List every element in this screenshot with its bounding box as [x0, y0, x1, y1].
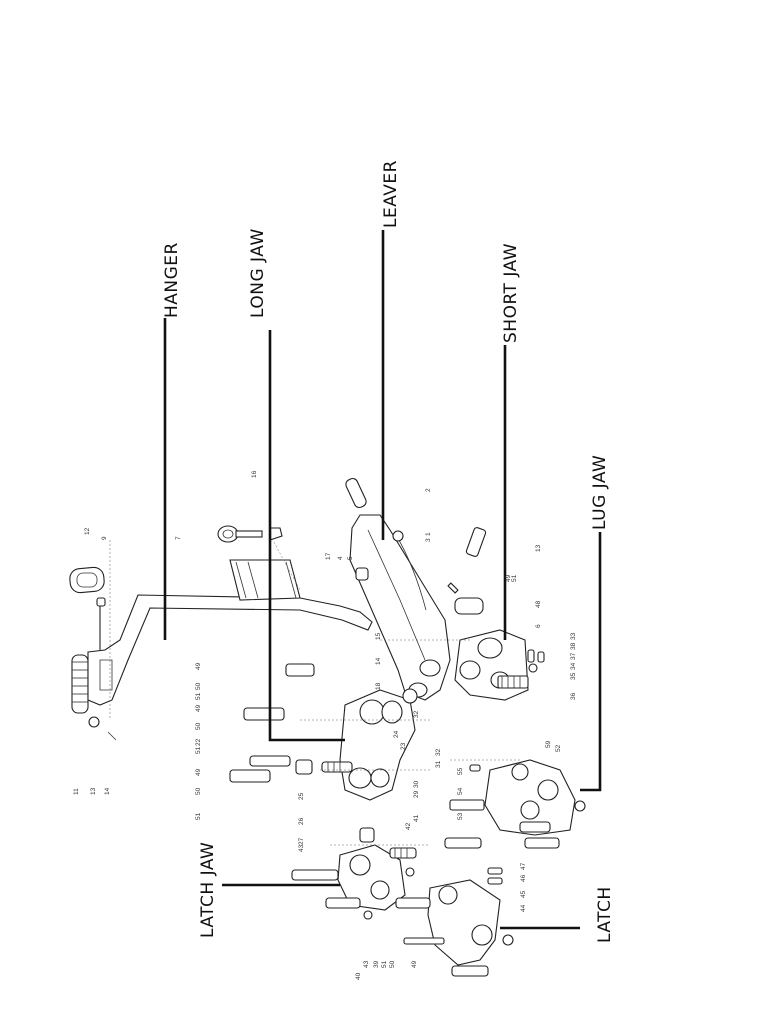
part-number: 13: [535, 544, 542, 552]
part-number: 23: [400, 742, 407, 750]
part-number: 26: [298, 817, 305, 825]
part-number: 35: [570, 672, 577, 680]
part-number: 46: [520, 874, 527, 882]
part-number: 40: [355, 972, 362, 980]
part-number: 12: [84, 527, 91, 535]
part-number: 29: [413, 790, 420, 798]
assembly-leader-lines: [109, 534, 520, 846]
part-number: 50: [195, 682, 202, 690]
part-number: 50: [389, 960, 396, 968]
part-number: 37: [570, 652, 577, 660]
lug-jaw-label: LUG JAW: [590, 455, 610, 530]
hanger-label: HANGER: [162, 242, 182, 318]
part-number: 49: [505, 574, 512, 582]
assembly-labels: HANGER LONG JAW LEAVER SHORT JAW LUG JAW…: [162, 160, 615, 943]
part-number: 53: [457, 812, 464, 820]
part-number: 22: [195, 738, 202, 746]
part-number: 54: [457, 787, 464, 795]
lug-jaw-assembly: [449, 759, 586, 836]
part-number: 49: [195, 662, 202, 670]
latch-jaw-label: LATCH JAW: [198, 842, 218, 938]
part-number: 32: [435, 748, 442, 756]
part-number: 3: [425, 538, 432, 542]
leaver-assembly: [345, 477, 487, 701]
part-number: 50: [195, 722, 202, 730]
short-jaw-assembly: [454, 629, 545, 701]
part-number: 48: [535, 600, 542, 608]
hanger-assembly: [69, 559, 373, 741]
part-number: 6: [535, 624, 542, 628]
lug-jaw-callout-line: [580, 532, 602, 792]
leaver-label: LEAVER: [381, 160, 401, 228]
callout-lines: [163, 230, 602, 930]
part-number: 50: [195, 787, 202, 795]
part-number: 51: [511, 574, 518, 582]
part-number: 17: [325, 552, 332, 560]
long-jaw-callout-line: [268, 330, 345, 742]
part-number: 49: [195, 704, 202, 712]
part-number: 24: [393, 730, 400, 738]
part-number: 44: [520, 904, 527, 912]
latch-label: LATCH: [595, 886, 615, 943]
part-number: 13: [90, 787, 97, 795]
part-number: 39: [373, 960, 380, 968]
short-jaw-label: SHORT JAW: [501, 243, 521, 343]
part-number: 47: [520, 862, 527, 870]
part-number: 2: [425, 488, 432, 492]
long-jaw-assembly: [229, 663, 418, 801]
part-number: 45: [520, 890, 527, 898]
part-number: 5: [347, 556, 354, 560]
part-number: 34: [570, 662, 577, 670]
part-number: 43: [298, 844, 305, 852]
part-number: 51: [381, 960, 388, 968]
part-number: 18: [375, 682, 382, 690]
part-number: 49: [195, 768, 202, 776]
part-number: 14: [375, 657, 382, 665]
part-number: 11: [73, 788, 80, 795]
latch-assembly: [363, 867, 514, 977]
part-number: 14: [104, 787, 111, 795]
part-number: 16: [251, 470, 258, 478]
part-number: 52: [555, 744, 562, 752]
part-number: 25: [298, 792, 305, 800]
part-number: 1: [425, 532, 432, 536]
part-number: 51: [195, 812, 202, 820]
part-number: 33: [570, 632, 577, 640]
part-number: 51: [195, 692, 202, 700]
part-number: 49: [411, 960, 418, 968]
part-number: 30: [413, 780, 420, 788]
part-number: 27: [298, 837, 305, 845]
part-number: 9: [101, 536, 108, 540]
part-number: 7: [175, 536, 182, 540]
latch-jaw-assembly: [291, 827, 560, 911]
eyebolt: [217, 525, 283, 543]
part-number: 15: [375, 632, 382, 640]
part-number: 43: [363, 960, 370, 968]
part-number: 38: [570, 642, 577, 650]
long-jaw-label: LONG JAW: [248, 228, 268, 318]
part-number: 41: [413, 814, 420, 822]
part-number: 42: [405, 822, 412, 830]
part-number: 32: [413, 710, 420, 718]
part-number: 31: [435, 760, 442, 768]
part-number: 36: [570, 692, 577, 700]
parts-drawing: [69, 477, 586, 977]
part-number: 4: [337, 556, 344, 560]
part-number: 55: [457, 767, 464, 775]
part-number: 59: [545, 740, 552, 748]
part-number: 51: [195, 746, 202, 754]
